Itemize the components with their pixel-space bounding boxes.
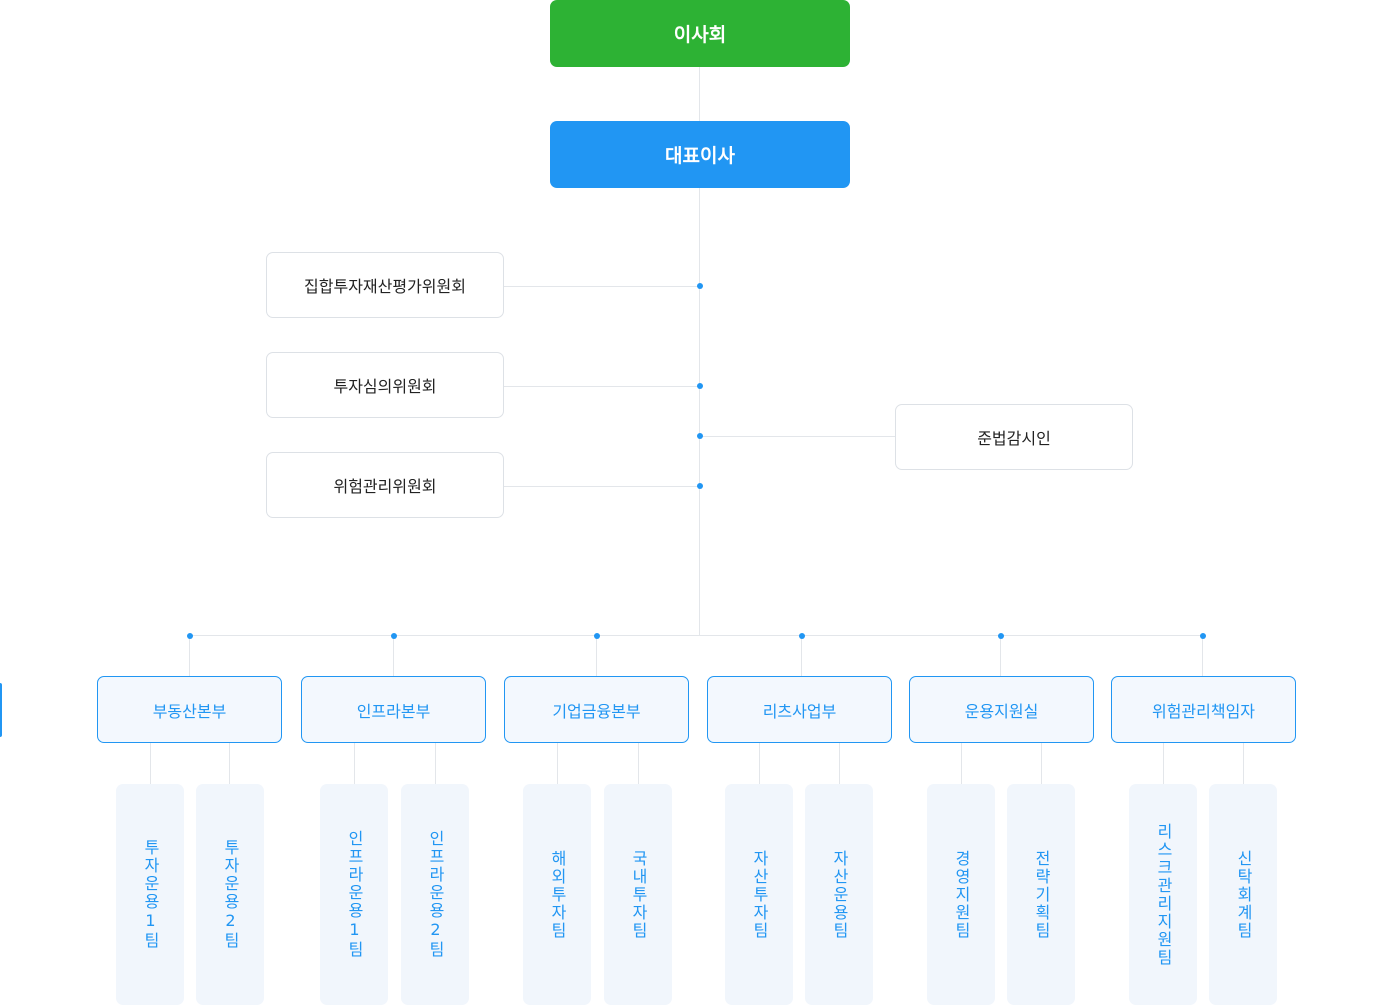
department-label: 운용지원실: [964, 701, 1039, 721]
board-box: 이사회: [550, 0, 850, 67]
dept-connector: [1000, 635, 1001, 676]
committee-label: 위험관리위원회: [333, 477, 437, 496]
department-label: 리츠사업부: [762, 701, 837, 721]
team-box: 투자운용2팀: [196, 784, 264, 1005]
junction-dot: [187, 633, 193, 639]
committee-box: 위험관리위원회: [266, 452, 504, 518]
team-label: 해외투자팀: [548, 849, 567, 940]
team-connector: [961, 743, 962, 784]
committee-connector-2: [504, 386, 700, 387]
team-connector: [1041, 743, 1042, 784]
compliance-box: 준법감시인: [895, 404, 1133, 470]
ceo-box: 대표이사: [550, 121, 850, 188]
team-connector: [229, 743, 230, 784]
dept-connector: [801, 635, 802, 676]
junction-dot: [697, 283, 703, 289]
dept-connector: [596, 635, 597, 676]
team-label: 전략기획팀: [1032, 849, 1051, 940]
junction-dot: [1200, 633, 1206, 639]
department-bus-line: [190, 635, 1204, 636]
team-label: 인프라운용1팀: [345, 830, 364, 959]
junction-dot: [697, 433, 703, 439]
ceo-label: 대표이사: [665, 145, 735, 167]
department-box: 운용지원실: [909, 676, 1094, 743]
junction-dot: [998, 633, 1004, 639]
dept-connector: [1202, 635, 1203, 676]
team-label: 국내투자팀: [629, 849, 648, 940]
team-connector: [150, 743, 151, 784]
team-label: 인프라운용2팀: [426, 830, 445, 959]
team-connector: [839, 743, 840, 784]
team-box: 투자운용1팀: [116, 784, 184, 1005]
team-connector: [759, 743, 760, 784]
team-label: 경영지원팀: [952, 849, 971, 940]
department-box: 리츠사업부: [707, 676, 892, 743]
department-box: 위험관리책임자: [1111, 676, 1296, 743]
committee-box: 투자심의위원회: [266, 352, 504, 418]
department-label: 위험관리책임자: [1151, 701, 1256, 721]
team-connector: [354, 743, 355, 784]
board-label: 이사회: [673, 24, 727, 46]
team-box: 인프라운용2팀: [401, 784, 469, 1005]
edge-indicator: [0, 683, 2, 737]
committee-label: 투자심의위원회: [333, 377, 437, 396]
dept-connector: [189, 635, 190, 676]
department-label: 부동산본부: [152, 701, 227, 721]
team-box: 자산투자팀: [725, 784, 793, 1005]
department-label: 기업금융본부: [552, 701, 641, 721]
committee-label: 집합투자재산평가위원회: [304, 277, 466, 296]
junction-dot: [799, 633, 805, 639]
department-box: 부동산본부: [97, 676, 282, 743]
team-box: 리스크관리지원팀: [1129, 784, 1197, 1005]
team-label: 리스크관리지원팀: [1154, 822, 1173, 967]
committee-connector-1: [504, 286, 700, 287]
team-box: 신탁회계팀: [1209, 784, 1277, 1005]
dept-connector: [393, 635, 394, 676]
compliance-label: 준법감시인: [977, 429, 1051, 448]
junction-dot: [697, 383, 703, 389]
team-box: 해외투자팀: [523, 784, 591, 1005]
team-box: 국내투자팀: [604, 784, 672, 1005]
department-box: 인프라본부: [301, 676, 486, 743]
team-label: 투자운용1팀: [141, 839, 160, 950]
junction-dot: [391, 633, 397, 639]
compliance-connector: [700, 436, 895, 437]
junction-dot: [697, 483, 703, 489]
committee-box: 집합투자재산평가위원회: [266, 252, 504, 318]
team-box: 인프라운용1팀: [320, 784, 388, 1005]
team-box: 전략기획팀: [1007, 784, 1075, 1005]
team-connector: [557, 743, 558, 784]
team-box: 자산운용팀: [805, 784, 873, 1005]
team-box: 경영지원팀: [927, 784, 995, 1005]
team-connector: [638, 743, 639, 784]
team-connector: [435, 743, 436, 784]
team-connector: [1163, 743, 1164, 784]
committee-connector-3: [504, 486, 700, 487]
main-connector: [699, 67, 700, 635]
team-label: 자산운용팀: [830, 849, 849, 940]
department-box: 기업금융본부: [504, 676, 689, 743]
department-label: 인프라본부: [356, 701, 431, 721]
team-label: 자산투자팀: [750, 849, 769, 940]
team-label: 투자운용2팀: [221, 839, 240, 950]
junction-dot: [594, 633, 600, 639]
team-label: 신탁회계팀: [1234, 849, 1253, 940]
team-connector: [1243, 743, 1244, 784]
